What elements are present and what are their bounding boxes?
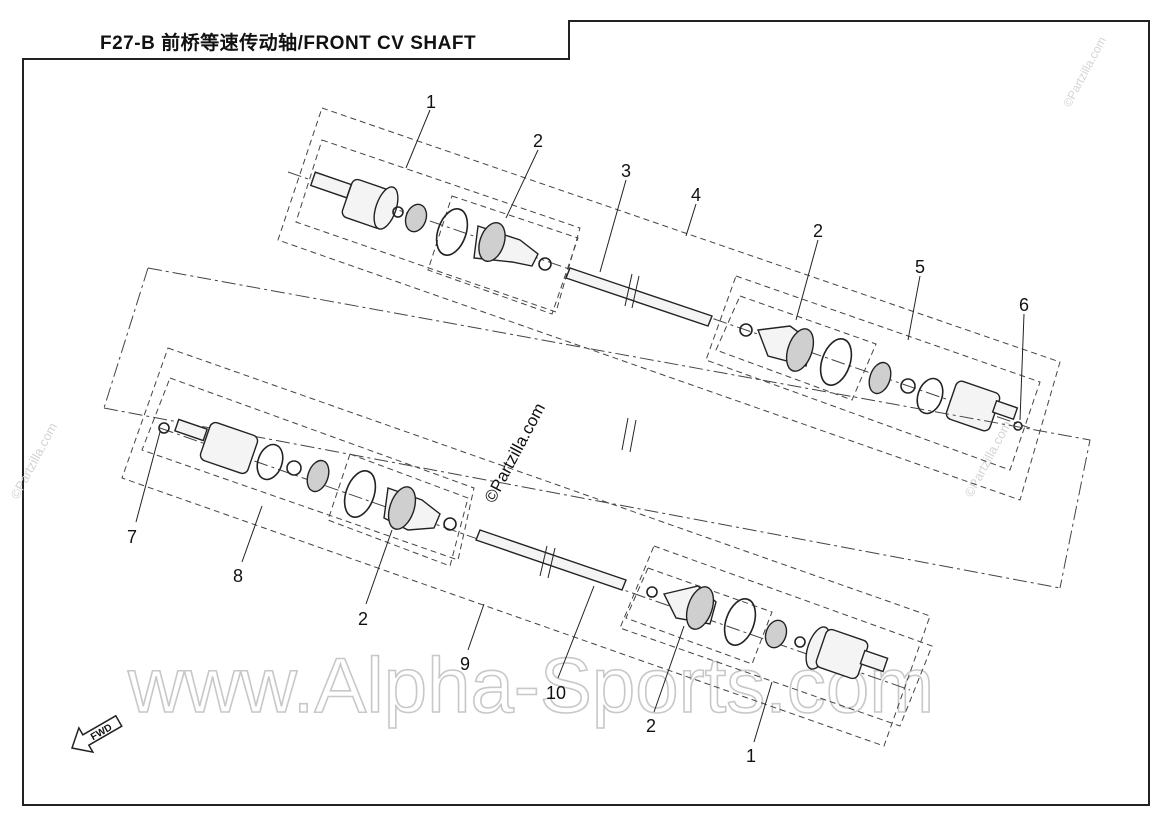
watermark-alpha-sports: www.Alpha-Sports.com xyxy=(127,641,934,729)
callout-1-top: 1 xyxy=(426,92,436,112)
page-title: F27-B 前桥等速传动轴/FRONT CV SHAFT xyxy=(100,33,477,54)
callout-8: 8 xyxy=(233,566,243,586)
circlip-left xyxy=(158,422,170,434)
boot-clamp-large-right xyxy=(819,338,853,386)
fwd-arrow-icon: FWD xyxy=(71,714,123,754)
boot-right xyxy=(757,325,815,372)
leader-1-bottom xyxy=(753,681,773,743)
boot-clamp-large-bottom xyxy=(723,598,757,646)
shaft-10 xyxy=(475,529,627,591)
leader-8 xyxy=(241,505,263,563)
leader-9 xyxy=(467,603,485,651)
callout-2-left: 2 xyxy=(358,609,368,629)
watermark-partzilla-center: ©Partzilla.com xyxy=(481,400,549,506)
leader-10 xyxy=(557,585,595,679)
circlip-left-2 xyxy=(286,460,302,476)
outer-cv-joint-top xyxy=(309,171,399,230)
leader-1-top xyxy=(405,109,431,169)
boot-clamp-small-right xyxy=(739,323,753,337)
callout-9: 9 xyxy=(460,654,470,674)
boot-clamp-small-top xyxy=(538,257,552,271)
boot-clamp-small-left xyxy=(443,517,457,531)
group-box-2-left xyxy=(327,453,469,567)
group-outline-lower xyxy=(103,407,1061,589)
fwd-label: FWD xyxy=(89,722,114,743)
callout-4: 4 xyxy=(691,185,701,205)
callout-3: 3 xyxy=(621,161,631,181)
watermark-partzilla-left: ©Partzilla.com xyxy=(7,420,60,501)
group-box-8 xyxy=(141,377,475,561)
leader-2-left xyxy=(365,529,393,605)
circlip-bottom xyxy=(794,636,806,648)
break-mark-2 xyxy=(629,419,637,453)
cage-left xyxy=(306,459,330,493)
group-box-4 xyxy=(277,107,1061,501)
boot-top xyxy=(473,221,539,267)
group-box-1-bottom xyxy=(619,545,933,727)
boot-clamp-large-top xyxy=(435,208,469,256)
group-box-5 xyxy=(705,275,1041,471)
leader-3 xyxy=(599,179,627,273)
callout-5: 5 xyxy=(915,257,925,277)
cage-right xyxy=(868,361,892,395)
callout-2-bottom: 2 xyxy=(646,716,656,736)
boot-clamp-large-left xyxy=(343,470,377,518)
cage-top xyxy=(404,203,428,233)
callout-6: 6 xyxy=(1019,295,1029,315)
group-outline-upper xyxy=(147,267,1091,589)
callout-1-bottom: 1 xyxy=(746,746,756,766)
inner-cv-joint-left xyxy=(173,418,259,475)
cage-bottom xyxy=(764,619,788,649)
leader-6 xyxy=(1019,313,1025,421)
circlip-right xyxy=(900,378,916,394)
outer-cv-joint-bottom xyxy=(805,626,889,680)
leader-5 xyxy=(907,275,921,341)
group-box-2-top xyxy=(427,195,579,315)
leader-2-bottom xyxy=(653,625,685,713)
leader-7 xyxy=(135,431,161,523)
boot-clamp-small-bottom xyxy=(646,586,658,598)
callout-2-top: 2 xyxy=(533,131,543,151)
inner-cv-joint-right xyxy=(945,380,1019,432)
callout-7: 7 xyxy=(127,527,137,547)
circlip-top-left xyxy=(392,206,404,218)
group-box-2-right xyxy=(715,295,877,401)
ring-right xyxy=(916,377,944,415)
leader-2-top xyxy=(505,149,539,219)
callout-2-right: 2 xyxy=(813,221,823,241)
axis-line-bottom xyxy=(159,427,911,691)
group-box-9 xyxy=(121,347,931,747)
callout-10: 10 xyxy=(546,683,566,703)
break-mark-1 xyxy=(621,417,629,451)
boot-bottom xyxy=(662,585,717,630)
title-box: F27-B 前桥等速传动轴/FRONT CV SHAFT xyxy=(22,20,570,60)
leader-4 xyxy=(685,203,697,237)
watermark-partzilla-top-right: ©Partzilla.com xyxy=(1060,34,1109,109)
leader-2-right xyxy=(795,239,819,321)
group-box-1-top xyxy=(295,139,581,313)
shaft-3 xyxy=(565,267,713,327)
ring-left xyxy=(256,443,284,481)
boot-left xyxy=(383,486,441,531)
group-outline-left xyxy=(103,267,149,409)
